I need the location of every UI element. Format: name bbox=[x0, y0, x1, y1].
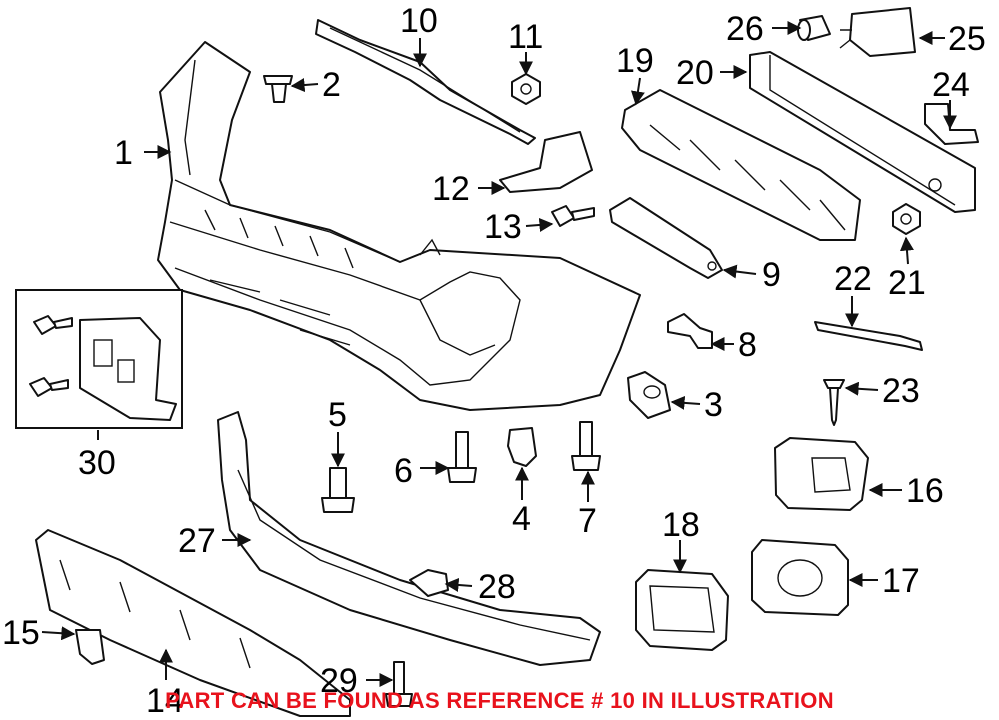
bracket-24 bbox=[924, 103, 979, 145]
nut-21 bbox=[892, 203, 921, 235]
callout-4: 4 bbox=[512, 500, 531, 538]
impact-bar bbox=[749, 51, 976, 213]
callout-3: 3 bbox=[704, 386, 723, 424]
bolt-13 bbox=[551, 205, 595, 227]
bracket-9 bbox=[609, 197, 723, 279]
clip-8 bbox=[667, 313, 713, 349]
bolt-6 bbox=[447, 431, 477, 483]
flange-nut bbox=[511, 73, 541, 105]
callout-24: 24 bbox=[932, 66, 970, 104]
bolt-29 bbox=[385, 661, 413, 707]
callout-8: 8 bbox=[738, 326, 757, 364]
callout-6: 6 bbox=[394, 452, 413, 490]
fog-lamp-cover bbox=[751, 539, 849, 616]
energy-absorber bbox=[621, 89, 861, 241]
callout-16: 16 bbox=[906, 472, 944, 510]
rivet-23 bbox=[823, 379, 845, 426]
callout-20: 20 bbox=[676, 54, 714, 92]
callout-29: 29 bbox=[320, 662, 358, 700]
sensor-bracket-3 bbox=[627, 371, 671, 419]
side-bracket bbox=[499, 131, 593, 193]
lower-spoiler bbox=[217, 411, 601, 666]
callout-12: 12 bbox=[432, 170, 470, 208]
reference-note: PART CAN BE FOUND AS REFERENCE # 10 IN I… bbox=[165, 688, 834, 713]
bolt-7 bbox=[571, 421, 601, 471]
callout-5: 5 bbox=[328, 396, 347, 434]
bolt-5 bbox=[321, 467, 355, 513]
callout-30: 30 bbox=[78, 444, 116, 482]
inset-box-30 bbox=[15, 289, 183, 429]
callout-17: 17 bbox=[882, 562, 920, 600]
callout-22: 22 bbox=[834, 260, 872, 298]
parking-sensor bbox=[797, 15, 831, 41]
push-clip bbox=[263, 75, 293, 103]
callout-26: 26 bbox=[726, 10, 764, 48]
clip-15 bbox=[75, 629, 105, 665]
callout-21: 21 bbox=[888, 264, 926, 302]
callout-19: 19 bbox=[616, 42, 654, 80]
callout-15: 15 bbox=[2, 614, 40, 652]
callout-27: 27 bbox=[178, 522, 216, 560]
callout-13: 13 bbox=[484, 208, 522, 246]
callout-28: 28 bbox=[478, 568, 516, 606]
callout-23: 23 bbox=[882, 372, 920, 410]
callout-25: 25 bbox=[948, 20, 986, 58]
callout-7: 7 bbox=[578, 502, 597, 540]
callout-18: 18 bbox=[662, 506, 700, 544]
callout-10: 10 bbox=[400, 2, 438, 40]
callout-9: 9 bbox=[762, 256, 781, 294]
callout-1: 1 bbox=[114, 134, 133, 172]
leader-lines bbox=[41, 21, 957, 687]
trim-ring bbox=[635, 569, 729, 651]
sensor-housing bbox=[839, 7, 916, 57]
strip-22 bbox=[814, 321, 923, 351]
callout-14: 14 bbox=[146, 682, 184, 720]
callout-11: 11 bbox=[508, 18, 543, 56]
fog-lamp-bezel bbox=[774, 437, 869, 511]
callout-2: 2 bbox=[322, 66, 341, 104]
bumper-cover bbox=[157, 41, 641, 411]
retainer-4 bbox=[507, 427, 537, 467]
